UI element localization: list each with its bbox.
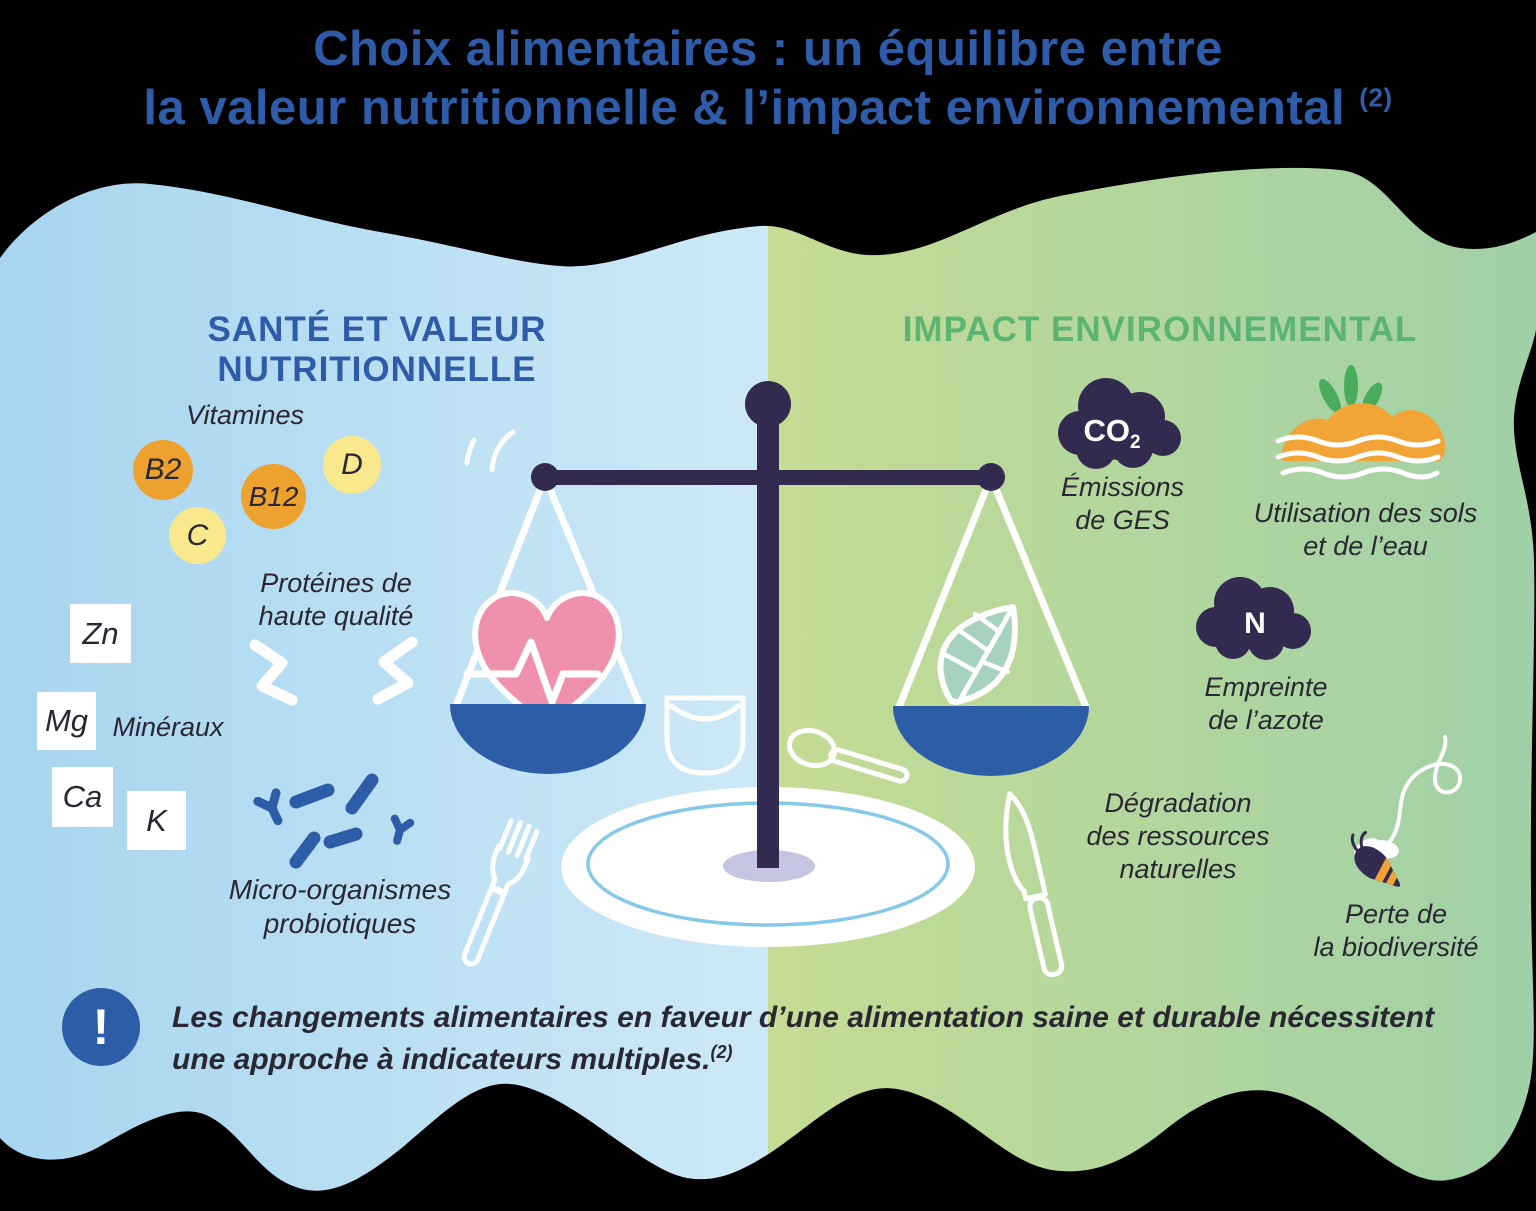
ekg-line-icon (463, 638, 602, 706)
co2-cloud-icon (1058, 378, 1181, 469)
scale-pole (757, 404, 779, 868)
nitrogen-cloud-icon (1196, 577, 1311, 660)
water-waves-icon (1275, 434, 1441, 480)
environment-panel (768, 167, 1536, 1191)
exclamation-icon: ! (62, 988, 140, 1066)
tilt-mark-icon (489, 429, 516, 473)
land-water-icon (1275, 365, 1446, 480)
vitamin-b2-badge: B2 (133, 440, 193, 500)
protein-icon (249, 636, 418, 706)
leaf-icon (937, 604, 1018, 705)
footnote-text: Les changements alimentaires en faveur d… (172, 1001, 1435, 1076)
mineral-k-badge: K (127, 791, 186, 850)
environment-section-header: IMPACT ENVIRONNEMENTAL (902, 310, 1418, 349)
vitamin-d-badge: D (323, 436, 381, 494)
scale-pan-left (450, 704, 646, 774)
tilt-mark-icon (464, 437, 477, 466)
title-line1: Choix alimentaires : un équilibre entre (313, 22, 1223, 76)
mineral-mg-badge: Mg (37, 692, 96, 750)
vitamin-b12-badge: B12 (241, 464, 306, 529)
title-footnote-ref: (2) (1359, 82, 1393, 113)
spoon-icon (786, 727, 910, 784)
title-line2: la valeur nutritionnelle & l’impact envi… (143, 80, 1393, 135)
probiotics-icon (253, 773, 415, 869)
mineral-ca-badge: Ca (52, 767, 113, 827)
vitamin-c-badge: C (169, 507, 226, 564)
health-section-header: SANTÉ ET VALEUR NUTRITIONNELLE (207, 310, 547, 389)
balance-scale-icon (450, 381, 1090, 776)
minerals-label: Minéraux (112, 712, 224, 742)
co2-cloud-text: CO2 (1083, 413, 1141, 454)
page-title: Choix alimentaires : un équilibre entre … (0, 20, 1536, 138)
glass-icon (664, 695, 746, 776)
knife-icon (1003, 791, 1065, 978)
footnote-ref: (2) (710, 1042, 733, 1062)
nitrogen-cloud-text: N (1244, 607, 1266, 640)
fork-icon (461, 818, 540, 967)
scale-pan-right (893, 706, 1089, 776)
mineral-zn-badge: Zn (70, 604, 131, 663)
vitamins-label: Vitamines (185, 400, 305, 430)
bee-trail-icon (1385, 735, 1463, 847)
heart-icon (463, 590, 622, 729)
